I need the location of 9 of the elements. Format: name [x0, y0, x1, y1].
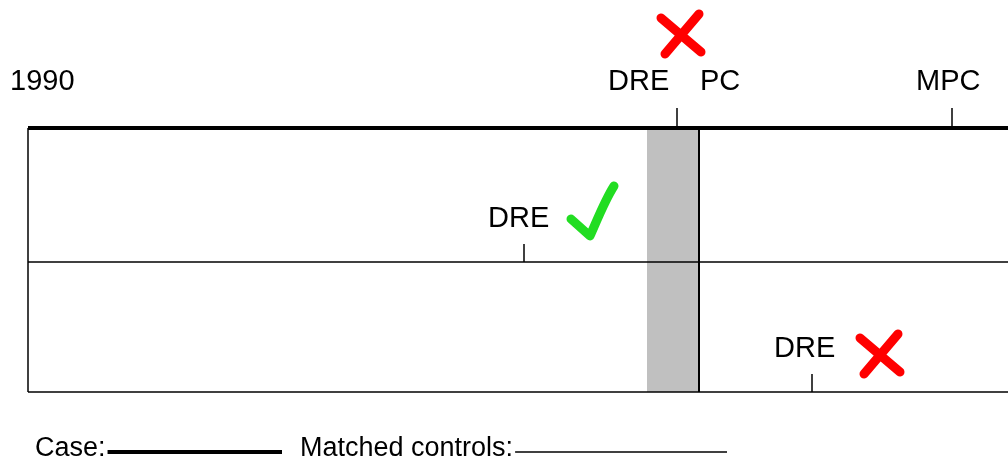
- event-label: DRE: [488, 203, 550, 232]
- legend-label: Case:: [35, 434, 106, 461]
- shaded-period: [647, 129, 699, 392]
- event-label: MPC: [916, 66, 981, 95]
- legend-label: Matched controls:: [300, 434, 514, 461]
- year-label: 1990: [10, 66, 75, 95]
- event-label: PC: [700, 66, 741, 95]
- event-label: DRE: [774, 333, 836, 362]
- event-label: DRE: [608, 66, 670, 95]
